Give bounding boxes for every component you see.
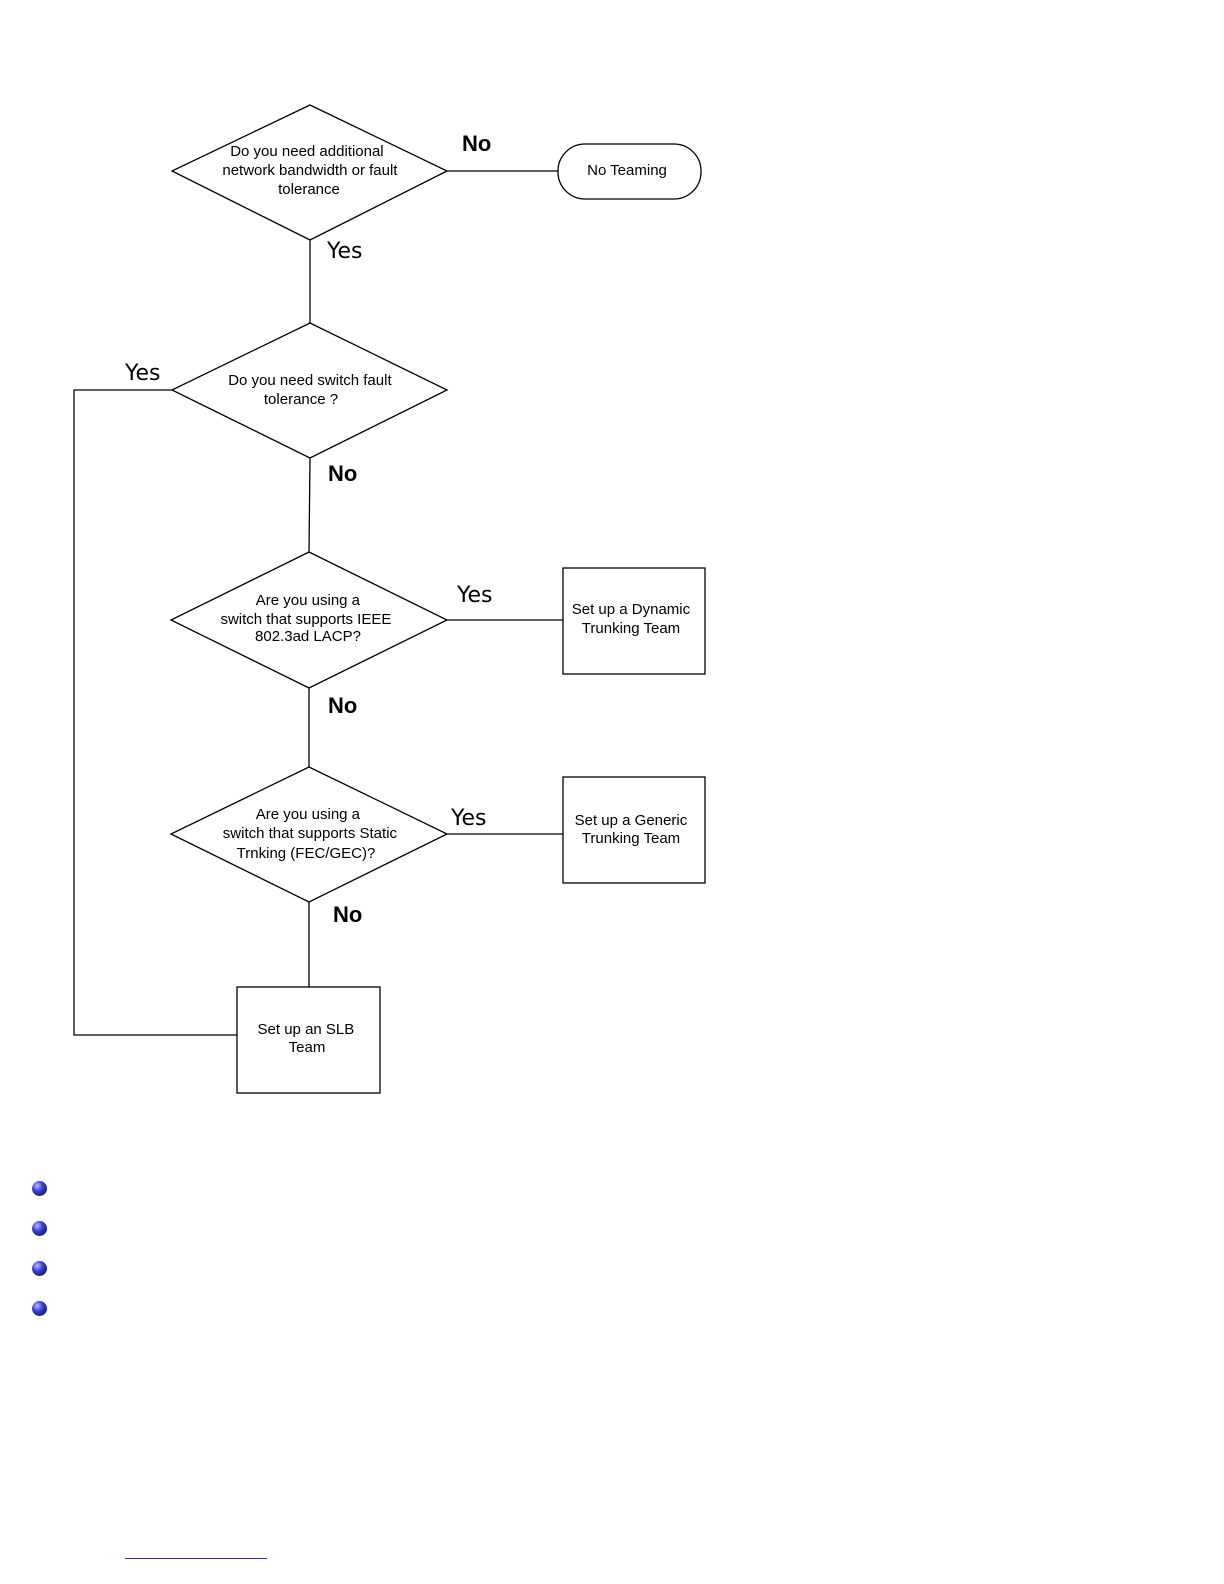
outcome-slb-team: Set up an SLB Team [236,986,381,1094]
outcome-slb-team-text: Set up an SLB Team [258,1021,359,1056]
bullet-dot-icon [32,1261,47,1276]
bullet-item [32,1298,59,1338]
decision-bandwidth-line-3: tolerance [278,181,340,198]
label-yes-bandwidth: Yes [326,239,363,264]
decision-lacp: Are you using a switch that supports IEE… [169,551,449,689]
decision-switch-fault-line-1: Do you need switch fault [228,372,392,389]
decision-lacp-line-2: switch that supports IEEE [220,611,391,628]
label-no-bandwidth: No [462,131,491,156]
decision-bandwidth-line-2: network bandwidth or fault [222,162,398,179]
decision-switch-fault-diamond [170,322,449,459]
decision-static-line-3: Trnking (FEC/GEC)? [237,845,376,862]
outcome-dynamic-trunking: Set up a Dynamic Trunking Team [562,567,706,675]
bullet-dot-icon [32,1221,47,1236]
bullet-item [32,1258,59,1298]
decision-static-diamond [169,766,449,903]
outcome-dynamic-line-2: Trunking Team [582,620,680,637]
outcome-generic-trunking-box [562,776,706,884]
decision-bandwidth: Do you need additional network bandwidth… [170,104,449,241]
decision-static-text: Are you using a switch that supports Sta… [223,806,401,862]
decision-switch-fault-line-2: tolerance ? [264,391,338,408]
connectors [73,170,563,1036]
connector-switch-fault-to-slb [73,389,237,1036]
outcome-no-teaming: No Teaming [557,143,702,200]
decision-lacp-line-1: Are you using a [256,592,361,609]
decision-switch-fault-text: Do you need switch fault tolerance ? [228,372,396,408]
label-yes-static: Yes [450,806,487,831]
bullet-list [32,1178,59,1338]
decision-static-line-2: switch that supports Static [223,825,398,842]
outcome-generic-line-2: Trunking Team [582,830,680,847]
outcome-dynamic-line-1: Set up a Dynamic [572,601,691,618]
outcome-generic-trunking-text: Set up a Generic Trunking Team [575,812,692,847]
outcome-dynamic-trunking-box [562,567,706,675]
label-yes-switch-fault: Yes [124,361,161,386]
decision-bandwidth-line-1: Do you need additional [230,143,383,160]
bullet-dot-icon [32,1181,47,1196]
bullet-item [32,1218,59,1258]
outcome-generic-line-1: Set up a Generic [575,812,688,829]
decision-lacp-line-3: 802.3ad LACP? [255,628,361,645]
label-no-static: No [333,902,362,927]
branch-labels: No Yes Yes No Yes No Yes No [124,131,493,927]
decision-switch-fault: Do you need switch fault tolerance ? [170,322,449,459]
decision-bandwidth-text: Do you need additional network bandwidth… [222,143,401,198]
outcome-slb-team-box [236,986,381,1094]
label-no-switch-fault: No [328,461,357,486]
label-yes-lacp: Yes [456,583,493,608]
outcome-no-teaming-text: No Teaming [587,162,667,179]
connector-switch-fault-to-lacp [308,457,311,553]
outcome-slb-line-2: Team [289,1039,326,1056]
bullet-dot-icon [32,1301,47,1316]
decision-static-line-1: Are you using a [256,806,361,823]
decision-static: Are you using a switch that supports Sta… [169,766,449,903]
label-no-lacp: No [328,693,357,718]
teaming-flowchart: Do you need additional network bandwidth… [73,104,706,1094]
footer-link[interactable] [125,1558,267,1559]
decision-lacp-diamond [169,551,449,689]
outcome-no-teaming-shape [557,143,702,200]
decision-lacp-text: Are you using a switch that supports IEE… [220,592,395,645]
outcome-dynamic-trunking-text: Set up a Dynamic Trunking Team [572,601,695,637]
decision-bandwidth-diamond [170,104,449,241]
outcome-generic-trunking: Set up a Generic Trunking Team [562,776,706,884]
outcome-slb-line-1: Set up an SLB [258,1021,355,1038]
bullet-item [32,1178,59,1218]
